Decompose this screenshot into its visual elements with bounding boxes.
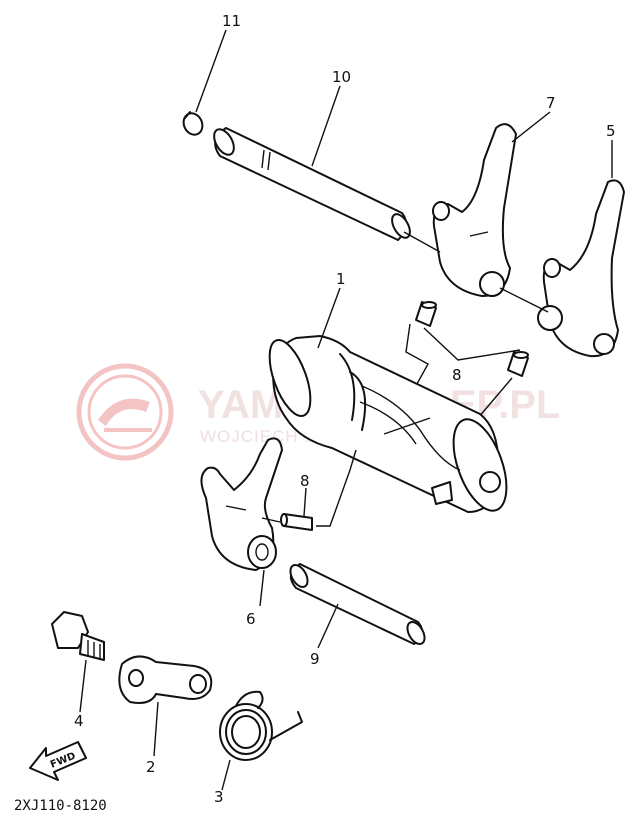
shift-drum-part xyxy=(268,335,508,513)
diagram-code: 2XJ110-8120 xyxy=(14,798,107,814)
callout-1: 1 xyxy=(336,270,346,288)
forward-arrow: FWD xyxy=(29,741,87,781)
guide-pin-upper-1 xyxy=(415,301,437,327)
callout-7: 7 xyxy=(546,94,556,112)
callout-8-lower: 8 xyxy=(300,472,310,490)
upper-shaft-part xyxy=(213,127,411,241)
guide-pin-upper-2 xyxy=(507,351,529,377)
callout-5: 5 xyxy=(606,122,616,140)
watermark-logo xyxy=(76,363,174,461)
shift-fork-5-part xyxy=(537,179,625,358)
circlip-part xyxy=(182,111,204,136)
stopper-lever-part xyxy=(118,655,213,704)
callout-2: 2 xyxy=(146,758,156,776)
lower-shaft-part xyxy=(289,563,426,645)
torsion-spring-part xyxy=(219,690,303,761)
callout-4: 4 xyxy=(74,712,84,730)
callout-9: 9 xyxy=(310,650,320,668)
shift-fork-7-part xyxy=(432,123,517,297)
bolt-part xyxy=(51,611,105,661)
leader-lines xyxy=(79,29,613,791)
callout-numbers: 11 10 7 5 1 8 8 6 9 4 2 3 xyxy=(74,12,616,806)
shift-fork-6-part xyxy=(200,437,283,571)
callout-6: 6 xyxy=(246,610,256,628)
callout-10: 10 xyxy=(332,68,351,86)
callout-8-upper: 8 xyxy=(452,366,462,384)
callout-11: 11 xyxy=(222,12,241,30)
guide-pin-lower xyxy=(280,513,313,531)
callout-3: 3 xyxy=(214,788,224,806)
